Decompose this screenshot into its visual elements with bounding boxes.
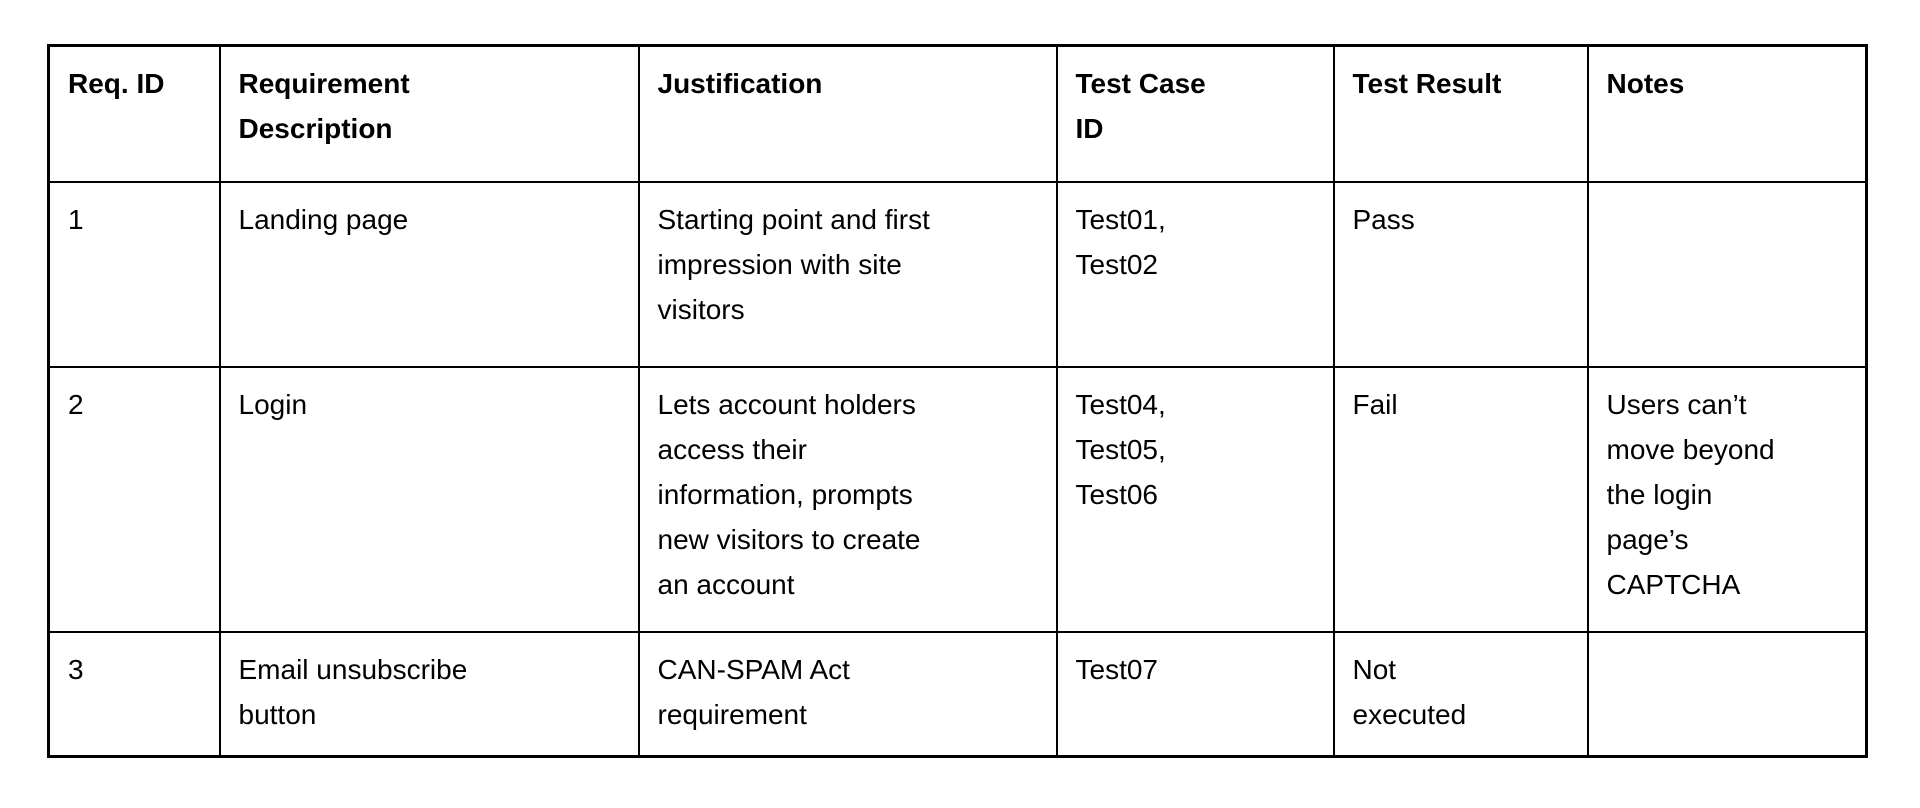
cell-description: Email unsubscribe button	[218, 630, 640, 758]
cell-test-case-id: Test07	[1055, 630, 1335, 758]
column-header-description: Requirement Description	[218, 44, 640, 183]
table-row: 3 Email unsubscribe button CAN-SPAM Act …	[47, 630, 1868, 758]
column-header-test-result: Test Result	[1332, 44, 1589, 183]
cell-description: Login	[218, 365, 640, 633]
column-header-justification: Justification	[637, 44, 1058, 183]
cell-test-result: Pass	[1332, 180, 1589, 368]
column-header-notes: Notes	[1586, 44, 1868, 183]
cell-justification: Lets account holders access their inform…	[637, 365, 1058, 633]
table-row: 1 Landing page Starting point and first …	[47, 180, 1868, 368]
table-header-row: Req. ID Requirement Description Justific…	[47, 44, 1868, 183]
cell-req-id: 1	[47, 180, 221, 368]
column-header-req-id: Req. ID	[47, 44, 221, 183]
table-row: 2 Login Lets account holders access thei…	[47, 365, 1868, 633]
cell-test-result: Not executed	[1332, 630, 1589, 758]
cell-notes	[1586, 180, 1868, 368]
cell-req-id: 2	[47, 365, 221, 633]
cell-justification: Starting point and first impression with…	[637, 180, 1058, 368]
cell-justification: CAN-SPAM Act requirement	[637, 630, 1058, 758]
cell-description: Landing page	[218, 180, 640, 368]
cell-test-result: Fail	[1332, 365, 1589, 633]
column-header-test-case-id: Test Case ID	[1055, 44, 1335, 183]
cell-notes	[1586, 630, 1868, 758]
cell-notes: Users can’t move beyond the login page’s…	[1586, 365, 1868, 633]
cell-req-id: 3	[47, 630, 221, 758]
cell-test-case-id: Test04, Test05, Test06	[1055, 365, 1335, 633]
cell-test-case-id: Test01, Test02	[1055, 180, 1335, 368]
requirements-traceability-table: Req. ID Requirement Description Justific…	[47, 44, 1868, 758]
